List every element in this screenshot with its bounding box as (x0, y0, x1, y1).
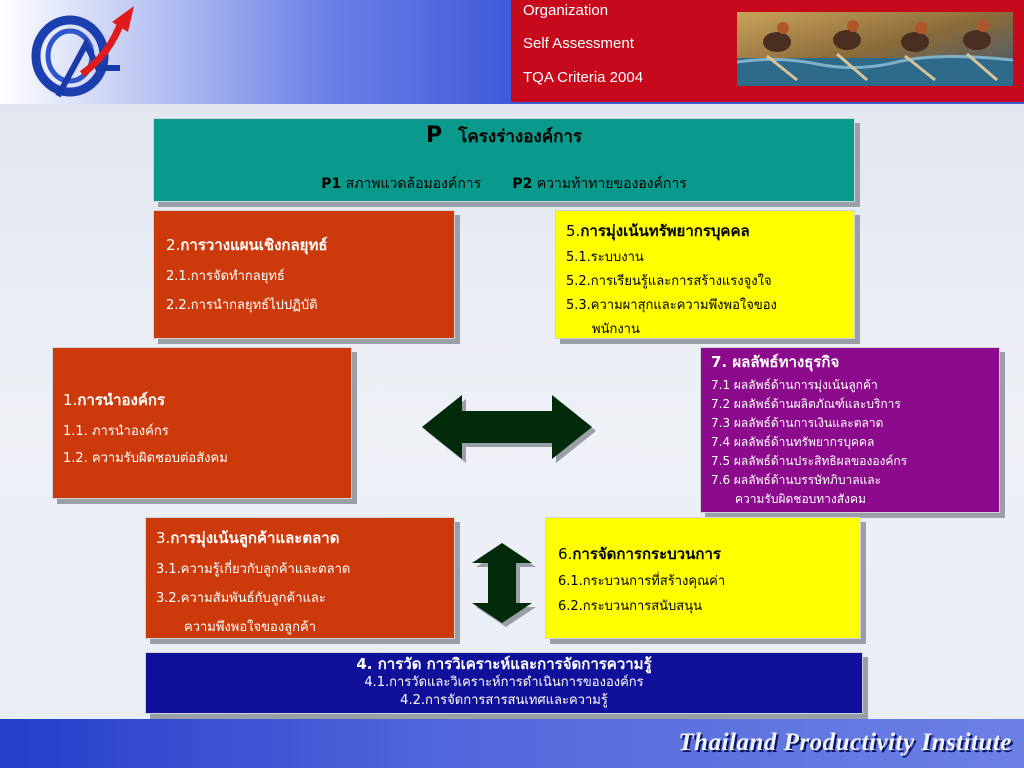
box1-item: 1.2. ความรับผิดชอบต่อสังคม (63, 451, 228, 466)
footer-bar (0, 719, 1024, 768)
box2-number: 2. (166, 236, 181, 254)
organizational-profile-box: P โครงร่างองค์การ P1 สภาพแวดล้อมองค์การ … (153, 118, 855, 202)
box4-title: 4. การวัด การวิเคราะห์และการจัดการความรู… (356, 655, 652, 673)
profile-p2-text: ความท้าทายขององค์การ (536, 176, 687, 192)
profile-p1-label: P1 (321, 176, 342, 192)
measurement-analysis-box: 4. การวัด การวิเคราะห์และการจัดการความรู… (145, 652, 863, 714)
box7-item: 7.4 ผลลัพธ์ด้านทรัพยากรบุคคล (711, 435, 875, 449)
profile-p-label: P (425, 123, 443, 148)
box3-item: ความพึงพอใจของลูกค้า (184, 620, 316, 635)
box7-title: 7. ผลลัพธ์ทางธุรกิจ (711, 353, 840, 371)
customer-market-box: 3.การมุ่งเน้นลูกค้าและตลาด 3.1.ความรู้เก… (145, 517, 455, 639)
box5-item: 5.1.ระบบงาน (566, 250, 644, 265)
box3-item: 3.1.ความรู้เกี่ยวกับลูกค้าและตลาด (156, 562, 351, 577)
business-results-box: 7. ผลลัพธ์ทางธุรกิจ 7.1 ผลลัพธ์ด้านการมุ… (700, 347, 1000, 513)
process-management-box: 6.การจัดการกระบวนการ 6.1.กระบวนการที่สร้… (545, 517, 861, 639)
header-line-self-assessment: Self Assessment (523, 35, 634, 52)
box5-item: พนักงาน (592, 322, 640, 337)
box3-item: 3.2.ความสัมพันธ์กับลูกค้าและ (156, 591, 326, 606)
footer-institute-name: Thailand Productivity Institute (678, 729, 1012, 756)
leadership-box: 1.การนำองค์กร 1.1. ภารนำองค์กร 1.2. ความ… (52, 347, 352, 499)
box6-item: 6.2.กระบวนการสนับสนุน (558, 599, 703, 614)
box3-number: 3. (156, 529, 171, 547)
box2-title: การวางแผนเชิงกลยุทธ์ (180, 236, 328, 254)
header-line-organization: Organization (523, 2, 609, 19)
box5-title: การมุ่งเน้นทรัพยากรบุคคล (580, 222, 750, 240)
profile-title: โครงร่างองค์การ (458, 127, 583, 147)
box7-item: 7.6 ผลลัพธ์ด้านบรรษัทภิบาลและ (711, 473, 882, 487)
strategic-planning-box: 2.การวางแผนเชิงกลยุทธ์ 2.1.การจัดทำกลยุท… (153, 210, 455, 339)
box4-item: 4.1.การวัดและวิเคราะห์การดำเนินการขององค… (364, 675, 644, 690)
box7-item: 7.2 ผลลัพธ์ด้านผลิตภัณฑ์และบริการ (711, 397, 901, 411)
box6-item: 6.1.กระบวนการที่สร้างคุณค่า (558, 574, 726, 589)
box6-title: การจัดการกระบวนการ (572, 545, 721, 563)
header-line-criteria: TQA Criteria 2004 (523, 69, 644, 86)
vertical-double-arrow-icon (472, 543, 536, 627)
box3-title: การมุ่งเน้นลูกค้าและตลาด (170, 529, 340, 547)
box7-item: 7.3 ผลลัพธ์ด้านการเงินและตลาด (711, 416, 884, 430)
rowers-painting-icon (737, 12, 1013, 86)
box7-item: 7.5 ผลลัพธ์ด้านประสิทธิผลขององค์กร (711, 454, 908, 468)
box2-item: 2.2.การนำกลยุทธ์ไปปฏิบัติ (166, 298, 318, 313)
box4-item: 4.2.การจัดการสารสนเทศและความรู้ (400, 693, 608, 708)
horizontal-double-arrow-icon (422, 395, 596, 463)
tpi-logo-icon (31, 6, 134, 98)
box7-item: 7.1 ผลลัพธ์ด้านการมุ่งเน้นลูกค้า (711, 378, 878, 392)
box7-item: ความรับผิดชอบทางสังคม (735, 492, 866, 506)
box5-item: 5.3.ความผาสุกและความพึงพอใจของ (566, 298, 777, 313)
box6-number: 6. (558, 545, 573, 563)
box1-item: 1.1. ภารนำองค์กร (63, 424, 169, 439)
profile-p1-text: สภาพแวดล้อมองค์การ (345, 176, 482, 192)
box1-title: การนำองค์กร (77, 391, 166, 409)
box2-item: 2.1.การจัดทำกลยุทธ์ (166, 269, 285, 284)
box5-item: 5.2.การเรียนรู้และการสร้างแรงจูงใจ (566, 274, 772, 289)
box1-number: 1. (63, 391, 78, 409)
profile-p2-label: P2 (512, 176, 533, 192)
human-resource-box: 5.การมุ่งเน้นทรัพยากรบุคคล 5.1.ระบบงาน 5… (555, 210, 855, 339)
box5-number: 5. (566, 222, 581, 240)
